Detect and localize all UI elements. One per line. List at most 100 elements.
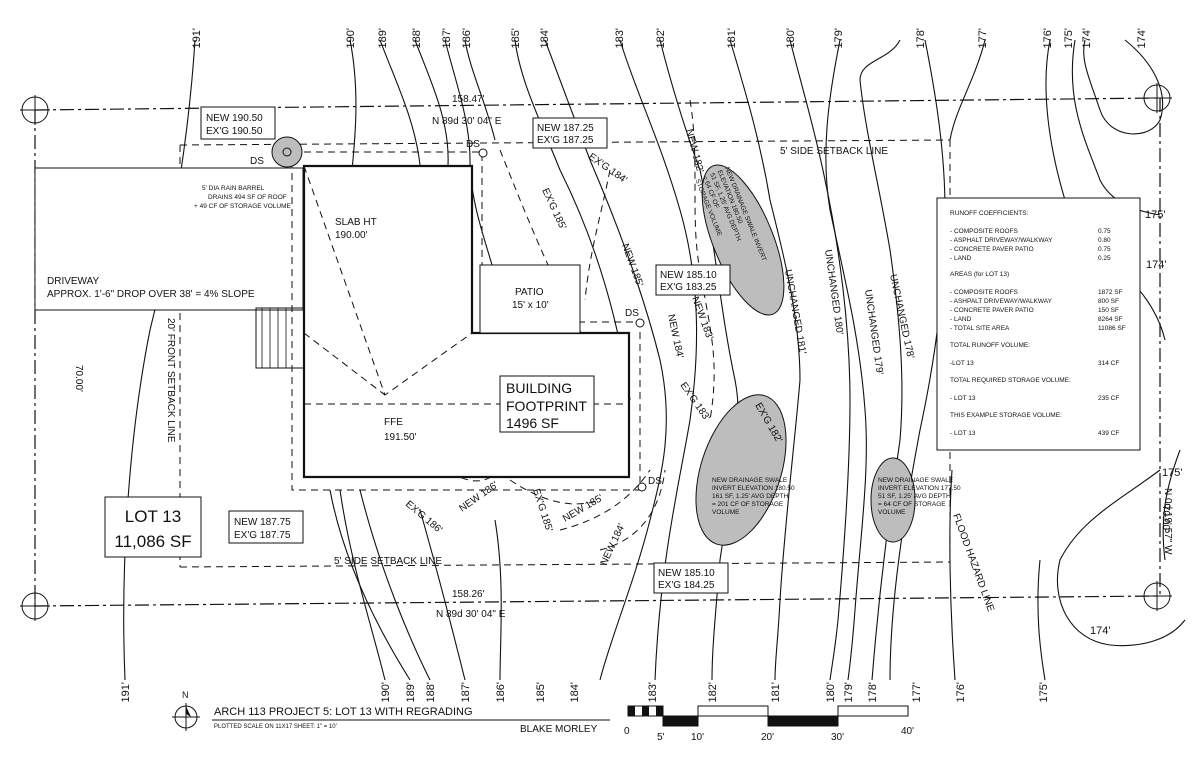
- drawing-label: 439 CF: [1098, 430, 1119, 437]
- contour-label: 182': [707, 682, 719, 702]
- drawing-label: TOTAL RUNOFF VOLUME:: [950, 342, 1030, 349]
- slab-value: 190.00': [335, 230, 368, 241]
- drawing-label: - COMPOSITE ROOFS: [950, 228, 1019, 235]
- drawing-label: NEW 185': [619, 242, 645, 288]
- drawing-label: 0.25: [1098, 255, 1111, 262]
- contour-label: 175': [1162, 467, 1182, 479]
- plotted-scale: PLOTTED SCALE ON 11X17 SHEET: 1" = 10': [214, 724, 337, 730]
- ffe-label: FFE: [384, 417, 403, 428]
- contour-label: 181': [726, 28, 738, 48]
- spot-elevation-boxes: [200, 106, 731, 594]
- contour-label: 189': [377, 28, 389, 48]
- drawing-label: UNCHANGED 181': [782, 269, 808, 356]
- side-setback-bottom: 5' SIDE SETBACK LINE: [334, 556, 442, 567]
- drawing-label: NEW 185.10: [660, 270, 717, 281]
- drawing-label: - TOTAL SITE AREA: [950, 325, 1010, 332]
- rain-barrel-note: 5' DIA RAIN BARREL DRAINS 494 SF OF ROOF…: [194, 185, 292, 210]
- left-boundary-length: 70.00': [73, 365, 84, 392]
- contour-label: 176': [1042, 28, 1054, 48]
- right-boundary-bearing: N 0d 19' 57" W: [1162, 488, 1173, 555]
- contour-label: 178': [867, 682, 879, 702]
- contour-label: 179': [843, 682, 855, 702]
- drawing-label: TOTAL REQUIRED STORAGE VOLUME:: [950, 377, 1071, 384]
- top-contour-labels: 191' 190' 189' 188' 187' 186' 185' 184' …: [191, 28, 1148, 48]
- drawing-label: VOLUME: [712, 509, 740, 516]
- contour-label: 190': [345, 28, 357, 48]
- ffe-value: 191.50': [384, 432, 417, 443]
- patio-label: PATIO: [515, 287, 544, 298]
- side-setback-top: 5' SIDE SETBACK LINE: [780, 146, 888, 157]
- slab-label: SLAB HT: [335, 217, 377, 228]
- contour-label: 184': [539, 28, 551, 48]
- contour-label: 181': [770, 682, 782, 702]
- drawing-label: EX'G 187.75: [234, 530, 291, 541]
- drawing-label: - CONCRETE PAVER PATIO: [950, 307, 1034, 314]
- drawing-label: NEW 184': [599, 522, 628, 567]
- drawing-label: 11086 SF: [1098, 325, 1126, 332]
- contour-lines: [123, 39, 1186, 681]
- contour-label: 183': [614, 28, 626, 48]
- drawing-label: 0.80: [1098, 237, 1111, 244]
- patio-size: 15' x 10': [512, 300, 549, 311]
- drawing-label: 161 SF, 1.25' AVG DEPTH: [712, 493, 789, 500]
- footprint-area: 1496 SF: [506, 415, 559, 431]
- drawing-label: 10': [691, 732, 704, 743]
- drawing-label: EX'G 185': [539, 187, 568, 232]
- driveway-title: DRIVEWAY: [47, 276, 100, 287]
- drawing-label: -LOT 13: [950, 360, 974, 367]
- lot-label-box: [104, 496, 202, 558]
- drawing-label: EX'G 186': [403, 499, 444, 536]
- ds-label: DS: [625, 308, 639, 319]
- drawing-label: EX'G 187.25: [537, 135, 594, 146]
- footprint-label-box: [499, 375, 595, 433]
- runoff-title: RUNOFF COEFFICIENTS:: [950, 210, 1029, 217]
- walkway-steps: [255, 307, 305, 369]
- patio: [479, 264, 581, 334]
- drawing-label: NEW 186': [457, 480, 500, 515]
- drawing-label: 51 SF, 1.25' AVG DEPTH: [878, 493, 951, 500]
- front-setback: 20' FRONT SETBACK LINE: [165, 318, 176, 443]
- drawing-label: 0.75: [1098, 228, 1111, 235]
- drawing-label: 1872 SF: [1098, 289, 1123, 296]
- drawing-label: NEW 184': [665, 313, 685, 359]
- right-boundary-length: 70.00': [1160, 505, 1171, 532]
- right-contour-labels: 175' 174' 175' 174': [1090, 209, 1182, 637]
- spot-elevation-texts: NEW 190.50 EX'G 190.50 NEW 187.25 EX'G 1…: [206, 113, 717, 591]
- swale-note-middle: NEW DRAINAGE SWALE INVERT ELEVATION 180.…: [712, 477, 795, 516]
- drawing-label: EX'G 183': [678, 380, 713, 423]
- scale-bar: 0 5' 10' 20' 30' 40': [624, 705, 914, 743]
- drawing-label: - CONCRETE PAVER PATIO: [950, 246, 1034, 253]
- drawing-label: - LOT 13: [950, 430, 976, 437]
- drawing-label: VOLUME: [878, 509, 906, 516]
- drawing-label: NEW 182': [683, 128, 705, 174]
- swale-note-right: NEW DRAINAGE SWALE INVERT ELEVATION 177.…: [878, 477, 961, 516]
- contour-label: 185': [510, 28, 522, 48]
- drawing-label: - LAND: [950, 316, 972, 323]
- contour-label: 187': [441, 28, 453, 48]
- contour-label: 182': [655, 28, 667, 48]
- drawing-label: - COMPOSITE ROOFS: [950, 289, 1019, 296]
- contour-label: 189': [405, 682, 417, 702]
- contour-label: 174': [1146, 259, 1166, 271]
- contour-label: 180': [785, 28, 797, 48]
- drawing-label: = 201 CF OF STORAGE: [712, 501, 784, 508]
- drawing-label: UNCHANGED 178': [887, 273, 916, 359]
- contour-label: 185': [535, 682, 547, 702]
- drawing-label: NEW 185': [561, 493, 605, 525]
- contour-label: 183': [647, 682, 659, 702]
- top-boundary-bearing: N 89d 30' 04" E: [432, 116, 502, 127]
- drawing-label: 20': [761, 732, 774, 743]
- contour-label: 176': [955, 682, 967, 702]
- drawing-label: NEW 185.10: [658, 568, 715, 579]
- contour-label: 180': [825, 682, 837, 702]
- drawing-label: + 49 CF OF STORAGE VOLUME: [194, 203, 292, 210]
- contour-label: 174': [1081, 28, 1093, 48]
- drawing-label: INVERT ELEVATION 180.50: [712, 485, 795, 492]
- drawing-label: THIS EXAMPLE STORAGE VOLUME:: [950, 412, 1062, 419]
- contour-label: 191': [120, 682, 132, 702]
- driveway: [34, 167, 304, 311]
- runoff-table-box: [936, 197, 1141, 451]
- drainage-swales: [695, 164, 916, 546]
- contour-label: 188': [411, 28, 423, 48]
